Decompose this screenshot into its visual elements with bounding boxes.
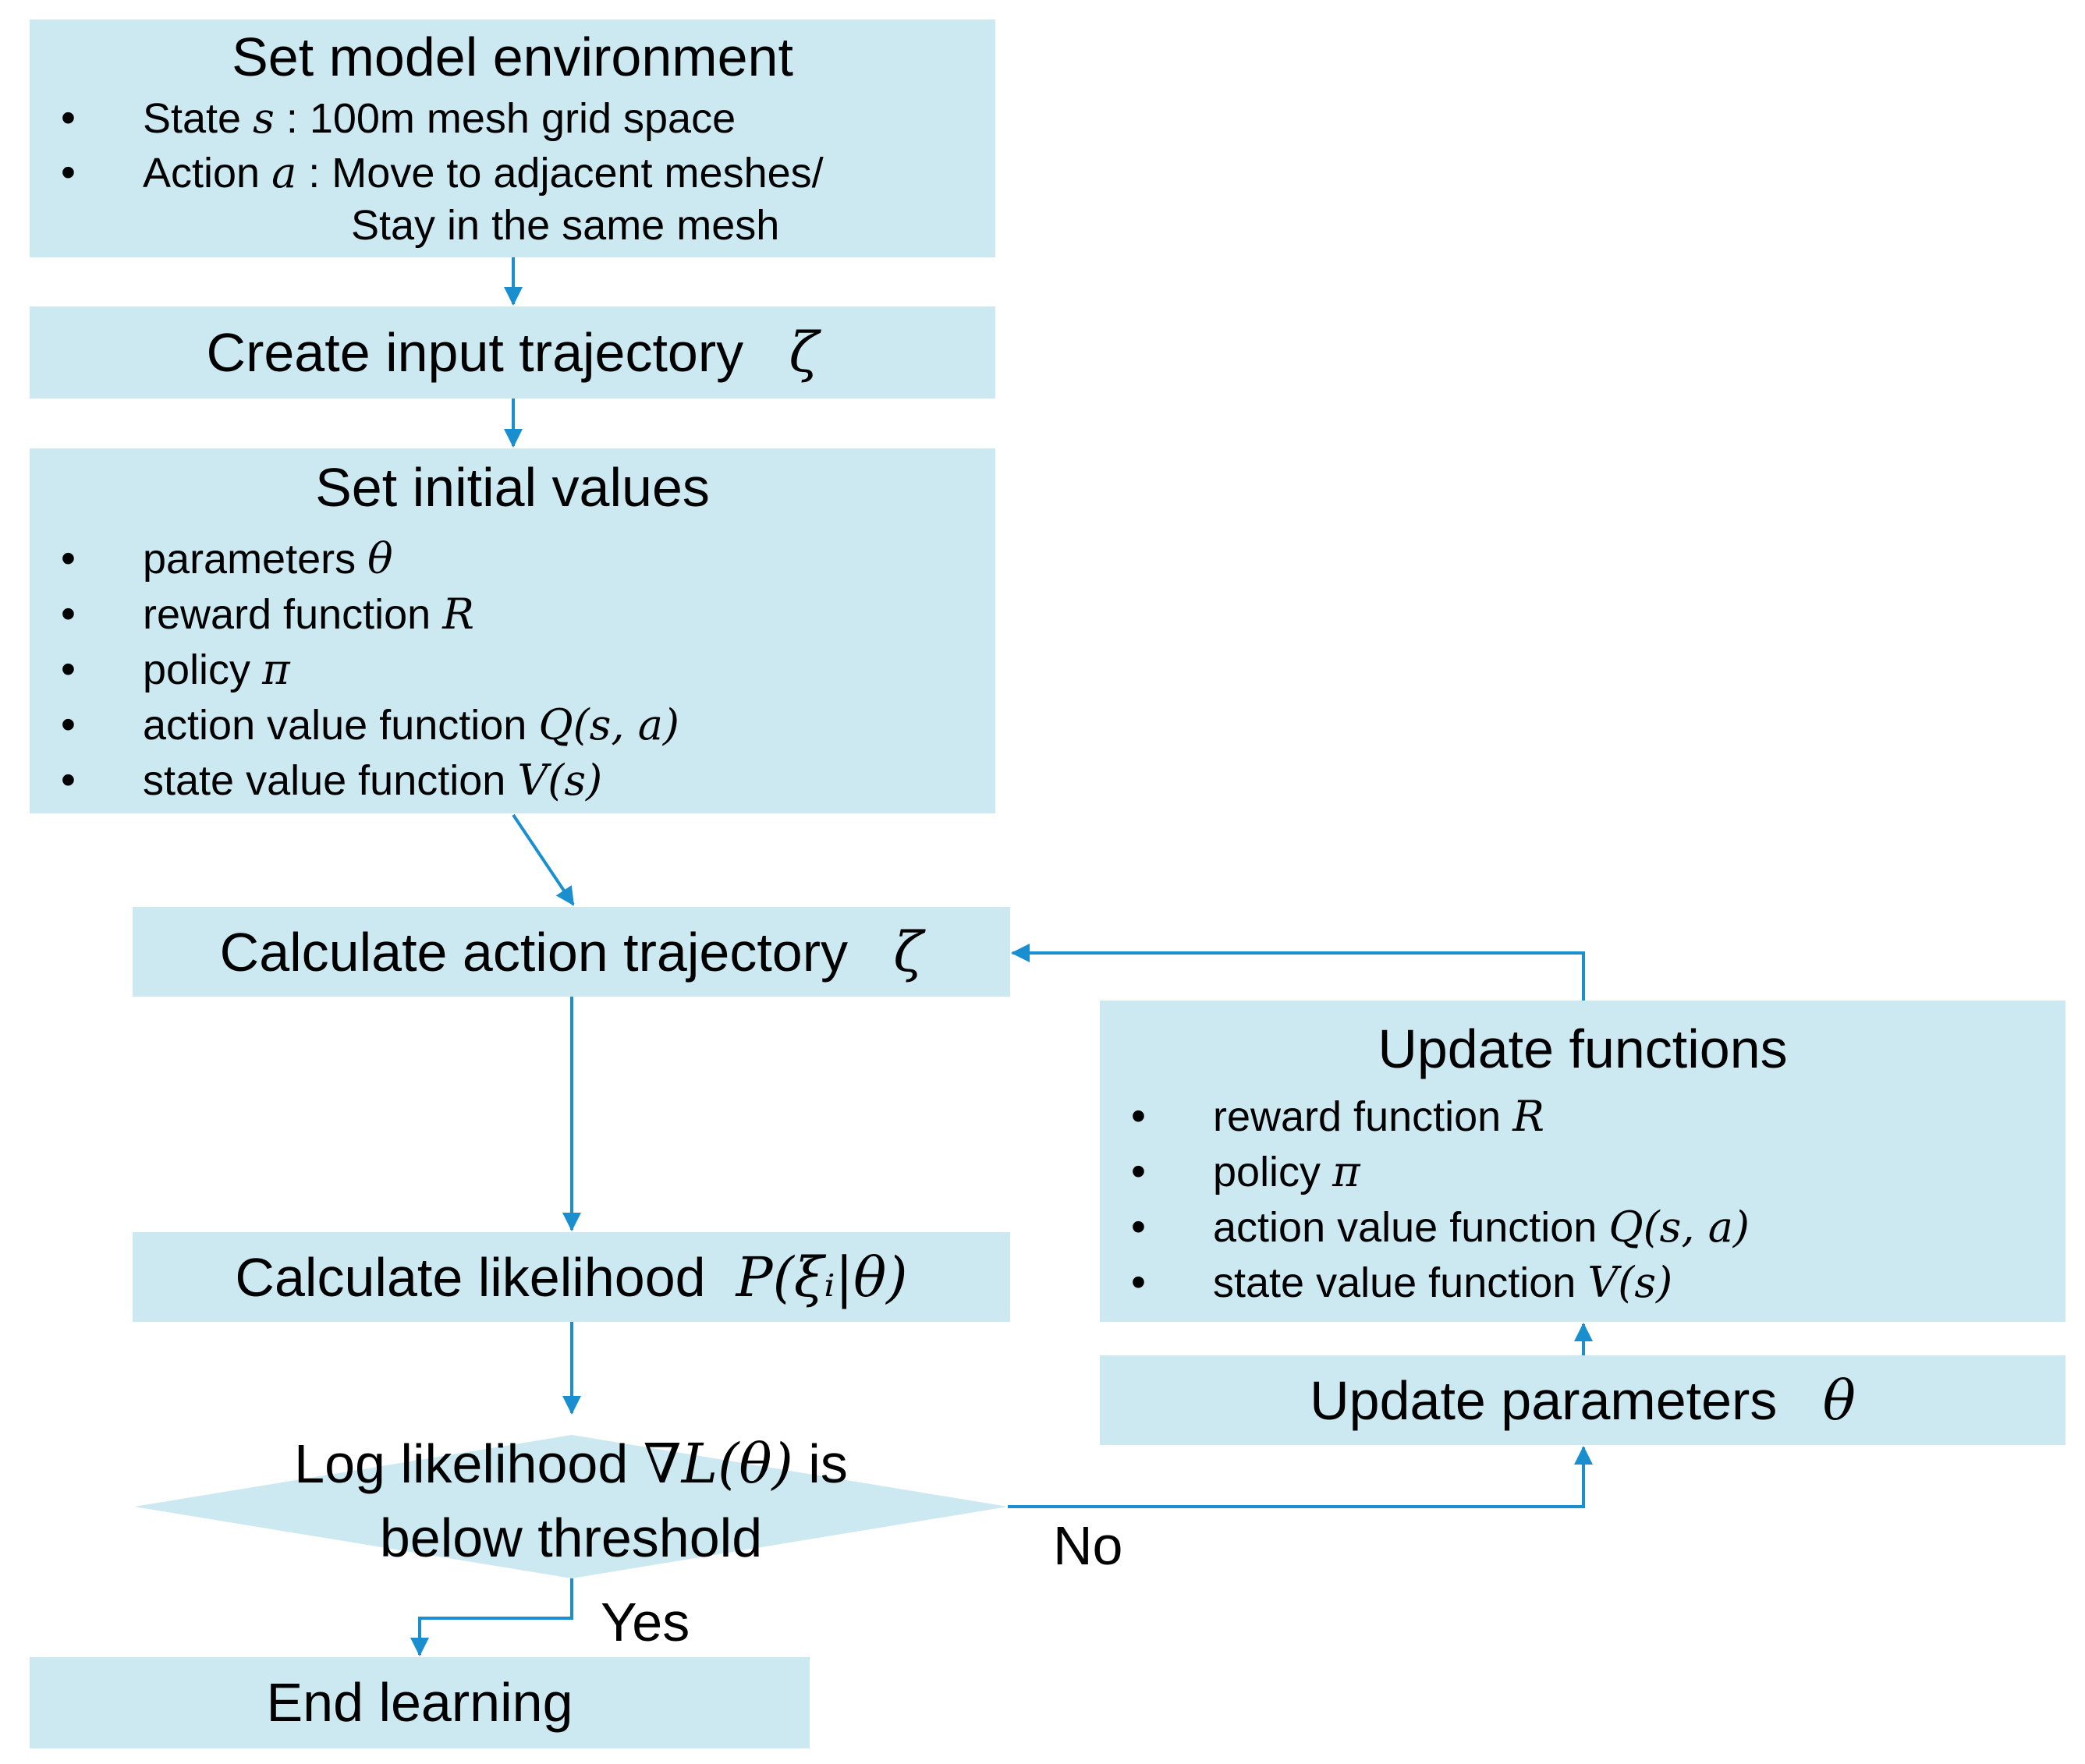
state-bullet: •State s : 100m mesh grid space <box>61 94 736 143</box>
decision-diamond <box>134 1435 1008 1578</box>
calculate-action-trajectory-title: Calculate action trajectory ζ <box>219 920 924 984</box>
parameters-bullet: •parameters θ <box>61 534 393 583</box>
end-learning-box: End learning <box>30 1657 810 1748</box>
reward-function-bullet: •reward function R <box>61 590 474 639</box>
create-input-trajectory-title: Create input trajectory ζ <box>206 321 819 384</box>
decision-text: Log likelihood ∇L(θ) is below threshold <box>134 1427 1008 1575</box>
decision-line-1: Log likelihood ∇L(θ) is <box>294 1432 848 1496</box>
policy-bullet: •policy π <box>1131 1147 1360 1196</box>
action-value-bullet: •action value function Q(s, a) <box>61 700 679 749</box>
update-parameters-box: Update parameters θ <box>1100 1355 2065 1445</box>
state-value-bullet: •state value function V(s) <box>61 756 603 805</box>
set-model-environment-title: Set model environment <box>232 27 793 87</box>
calculate-likelihood-title: Calculate likelihood P(ξᵢ|θ) <box>235 1245 908 1309</box>
update-parameters-title: Update parameters θ <box>1310 1369 1856 1433</box>
update-functions-title: Update functions <box>1378 1018 1788 1079</box>
reward-function-bullet: •reward function R <box>1131 1092 1544 1141</box>
set-initial-values-box: Set initial values •parameters θ •reward… <box>30 448 995 813</box>
arrow-initial-to-action <box>512 813 575 906</box>
bullet-dot: • <box>61 94 76 141</box>
calculate-likelihood-box: Calculate likelihood P(ξᵢ|θ) <box>133 1232 1010 1322</box>
policy-bullet: •policy π <box>61 645 290 694</box>
yes-label: Yes <box>601 1592 690 1652</box>
arrow-decision-no-to-update-params <box>1008 1446 1593 1508</box>
no-label: No <box>1053 1515 1123 1576</box>
state-value-bullet: •state value function V(s) <box>1131 1258 1673 1307</box>
calculate-action-trajectory-box: Calculate action trajectory ζ <box>133 907 1010 997</box>
arrow-decision-yes-to-end <box>410 1578 573 1656</box>
set-initial-values-title: Set initial values <box>315 457 710 518</box>
create-input-trajectory-box: Create input trajectory ζ <box>30 306 995 398</box>
set-model-environment-box: Set model environment •State s : 100m me… <box>30 19 995 257</box>
action-continuation: Stay in the same mesh <box>351 202 780 249</box>
bullet-dot: • <box>61 149 76 196</box>
decision-line-2: below threshold <box>379 1507 763 1568</box>
end-learning-title: End learning <box>266 1672 573 1733</box>
action-bullet: •Action a : Move to adjacent meshes/ <box>61 148 824 197</box>
arrow-functions-to-action <box>1011 944 1585 1001</box>
action-value-bullet: •action value function Q(s, a) <box>1131 1203 1750 1252</box>
update-functions-box: Update functions •reward function R •pol… <box>1100 1001 2065 1322</box>
